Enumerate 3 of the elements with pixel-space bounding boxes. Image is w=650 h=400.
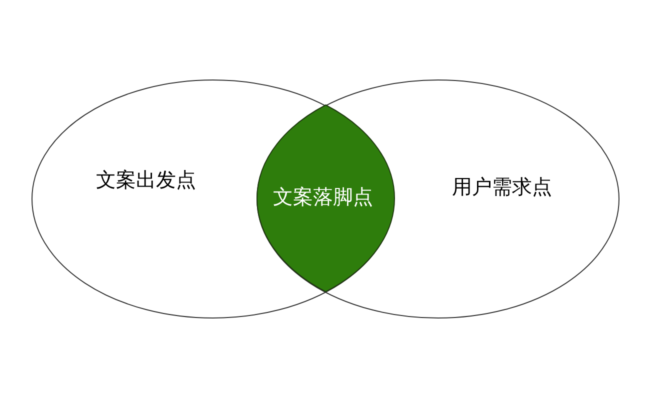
circle-label: 用户需求点 (452, 176, 552, 198)
circle-label: 文案出发点 (96, 168, 196, 192)
overlap-label: 文案落脚点 (273, 185, 373, 208)
